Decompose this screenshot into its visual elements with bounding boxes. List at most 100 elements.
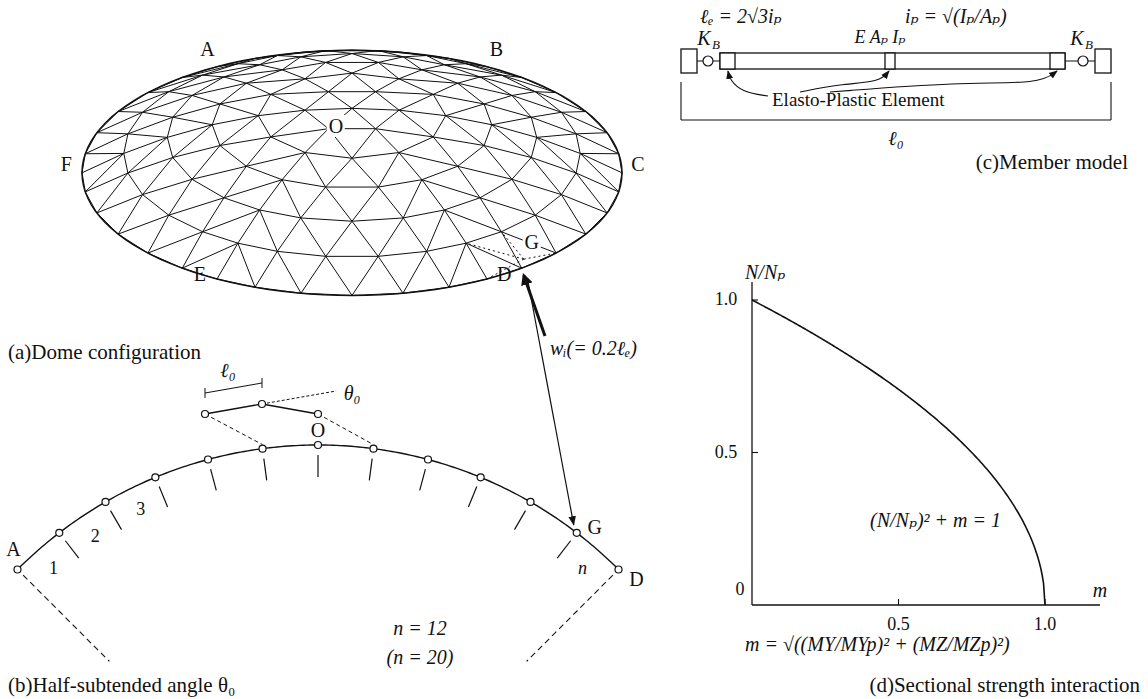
dome-member [576, 153, 580, 173]
dome-member [97, 133, 128, 134]
radial-line [527, 575, 613, 661]
dome-member [444, 210, 466, 243]
dome-member [220, 137, 271, 146]
dome-member [531, 158, 561, 195]
dome-member [492, 117, 532, 125]
dome-member [260, 210, 301, 218]
formula: m = √((MY/MYp)² + (MZ/MZp)²) [745, 633, 1010, 655]
dome-member [446, 116, 492, 125]
load-arrow [524, 275, 545, 336]
axis-tick [752, 452, 758, 453]
dome-member [124, 153, 128, 173]
angle-line [262, 391, 336, 404]
dome-member [492, 125, 532, 158]
dome-member [326, 256, 352, 295]
dome-member [328, 91, 375, 92]
dome-member [326, 221, 352, 256]
dome-member [512, 92, 535, 96]
dome-member [167, 137, 172, 157]
dome-member [328, 73, 352, 92]
dome-member [352, 129, 376, 159]
dome-member [512, 158, 531, 180]
dome-member [260, 210, 278, 251]
dome-member [305, 79, 328, 92]
imperfection-line [524, 253, 556, 259]
dome-member [128, 173, 143, 195]
dome-member [238, 243, 277, 251]
dome-member [301, 187, 326, 218]
imperfection-line [466, 243, 524, 259]
node-tick [211, 469, 217, 490]
dome-member [173, 117, 213, 125]
dome-member [427, 56, 466, 64]
point-letter: C [631, 153, 644, 175]
arch-node [205, 456, 212, 463]
dome-member [169, 75, 203, 92]
dimension-line [205, 383, 262, 393]
dome-member [326, 256, 378, 257]
arch-node [370, 445, 377, 452]
dome-member [305, 62, 325, 78]
dome-member [326, 54, 352, 63]
dome-member [378, 62, 398, 78]
dome-member [258, 110, 305, 115]
dome-member [301, 57, 326, 63]
dome-member [173, 125, 213, 158]
dome-member [501, 232, 521, 268]
dome-member [212, 125, 220, 146]
dome-member [484, 104, 531, 117]
dome-member [576, 173, 607, 213]
node-tick [111, 511, 122, 530]
segment-number: 3 [136, 500, 145, 520]
dome-member [246, 70, 282, 83]
dome-member [212, 116, 258, 125]
axis-tick-label: 0 [736, 580, 745, 600]
stiffness-label: K [1070, 27, 1083, 49]
subscript: B [712, 38, 720, 52]
dome-member [561, 195, 585, 235]
dome-member [128, 117, 173, 134]
dome-member [305, 153, 352, 159]
dome-member [427, 210, 445, 251]
dome-member [446, 116, 484, 146]
radial-line [205, 414, 263, 445]
dome-member [399, 94, 433, 110]
formula: wᵢ(= 0.2ℓₑ) [550, 337, 637, 359]
dome-member [85, 153, 124, 154]
end-block [681, 49, 697, 73]
dome-member [143, 112, 173, 117]
formula: (n = 20) [387, 646, 454, 668]
dome-member [277, 251, 301, 293]
dome-member [376, 110, 400, 129]
axis-tick-label: 0.5 [887, 615, 910, 635]
dome-member [118, 215, 169, 234]
dome-member [192, 77, 224, 95]
dome-member [352, 108, 399, 110]
dimension-label: ℓ₀ [220, 359, 235, 381]
point-letter: O [309, 419, 327, 441]
dome-member [378, 57, 403, 63]
dome-member [580, 153, 619, 154]
dome-member [169, 179, 192, 215]
dome-member [480, 198, 501, 232]
dimension-line [681, 119, 1111, 120]
dome-member [326, 62, 352, 73]
dome-member [433, 94, 446, 115]
elasto-plastic-element [1050, 53, 1065, 69]
dome-member [422, 166, 458, 179]
dome-member [182, 243, 238, 268]
dome-member [301, 256, 326, 293]
node-tick [65, 541, 78, 558]
dome-member [399, 79, 433, 95]
arch-node [527, 498, 534, 505]
rotational-spring [1078, 56, 1088, 66]
dome-member [203, 198, 224, 232]
dome-member [484, 146, 512, 180]
dome-member [301, 218, 326, 256]
dome-member [238, 210, 260, 243]
dome-member [148, 215, 169, 253]
dome-member [246, 83, 270, 94]
dome-member [399, 153, 422, 180]
dome-member [167, 125, 212, 138]
dome-member [326, 187, 352, 221]
